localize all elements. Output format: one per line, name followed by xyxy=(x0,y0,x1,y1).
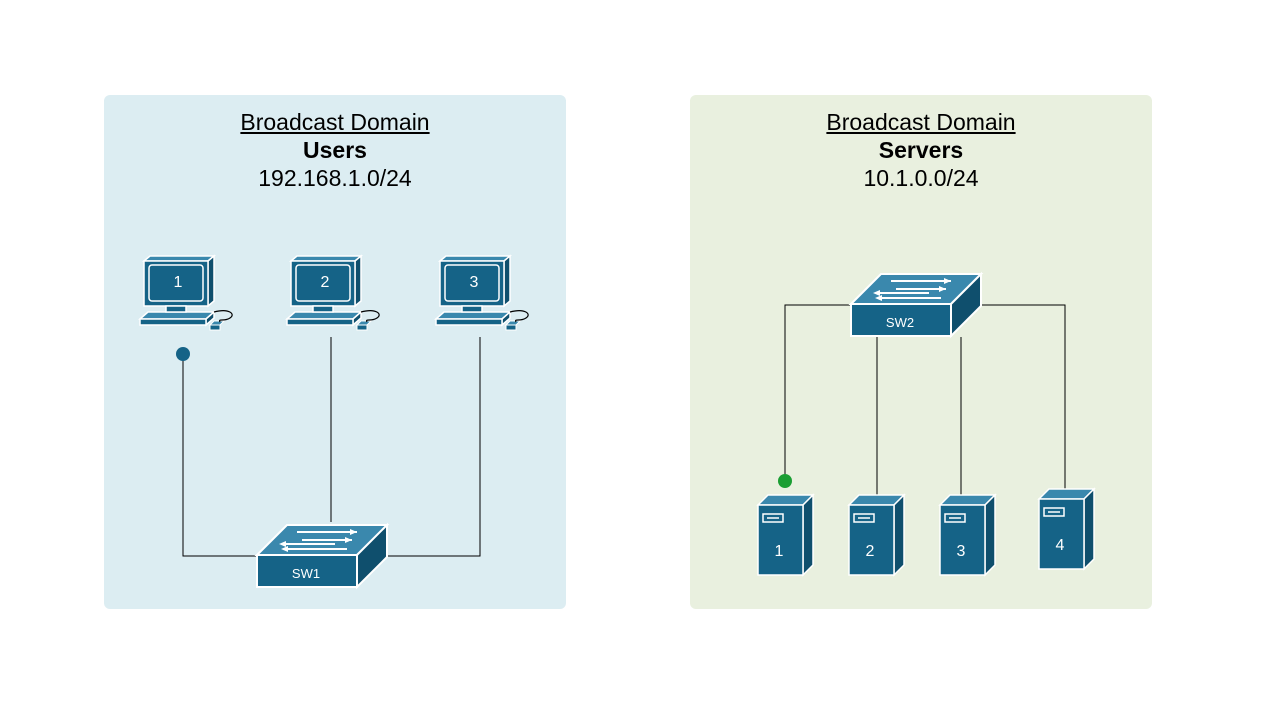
link-host-1-sw1 xyxy=(182,354,256,557)
server-label-1: 1 xyxy=(775,543,784,560)
users-domain-name: Users xyxy=(303,137,367,163)
link-sw2-server-1 xyxy=(784,304,851,481)
servers-domain-subnet: 10.1.0.0/24 xyxy=(863,165,979,191)
users-domain-title: Broadcast Domain xyxy=(240,109,430,135)
server-label-3: 3 xyxy=(957,543,966,560)
sw2-label: SW2 xyxy=(886,315,914,330)
link-host-3-sw1 xyxy=(388,337,481,557)
sw2-switch-icon xyxy=(850,273,982,337)
servers-endpoint-marker xyxy=(778,474,792,488)
sw1-switch-icon xyxy=(256,524,388,588)
workstation-icon-1 xyxy=(139,255,233,331)
server-icon-3 xyxy=(939,494,996,576)
users-domain-subnet: 192.168.1.0/24 xyxy=(258,165,412,191)
workstation-label-2: 2 xyxy=(321,274,330,291)
network-links xyxy=(182,304,1066,557)
workstation-label-1: 1 xyxy=(174,274,183,291)
users-endpoint-marker xyxy=(176,347,190,361)
server-label-4: 4 xyxy=(1056,537,1065,554)
workstation-icon-2 xyxy=(286,255,380,331)
servers-domain-name: Servers xyxy=(878,137,964,163)
workstation-label-3: 3 xyxy=(470,274,479,291)
server-icon-1 xyxy=(757,494,814,576)
workstation-icon-3 xyxy=(435,255,529,331)
server-label-2: 2 xyxy=(866,543,875,560)
link-sw2-server-4 xyxy=(979,304,1066,491)
servers-domain-title: Broadcast Domain xyxy=(826,109,1016,135)
sw1-label: SW1 xyxy=(292,566,320,581)
server-icon-2 xyxy=(848,494,905,576)
server-icon-4 xyxy=(1038,488,1095,570)
servers-domain-header: Broadcast Domain Servers 10.1.0.0/24 xyxy=(690,108,1152,192)
users-domain-header: Broadcast Domain Users 192.168.1.0/24 xyxy=(104,108,566,192)
